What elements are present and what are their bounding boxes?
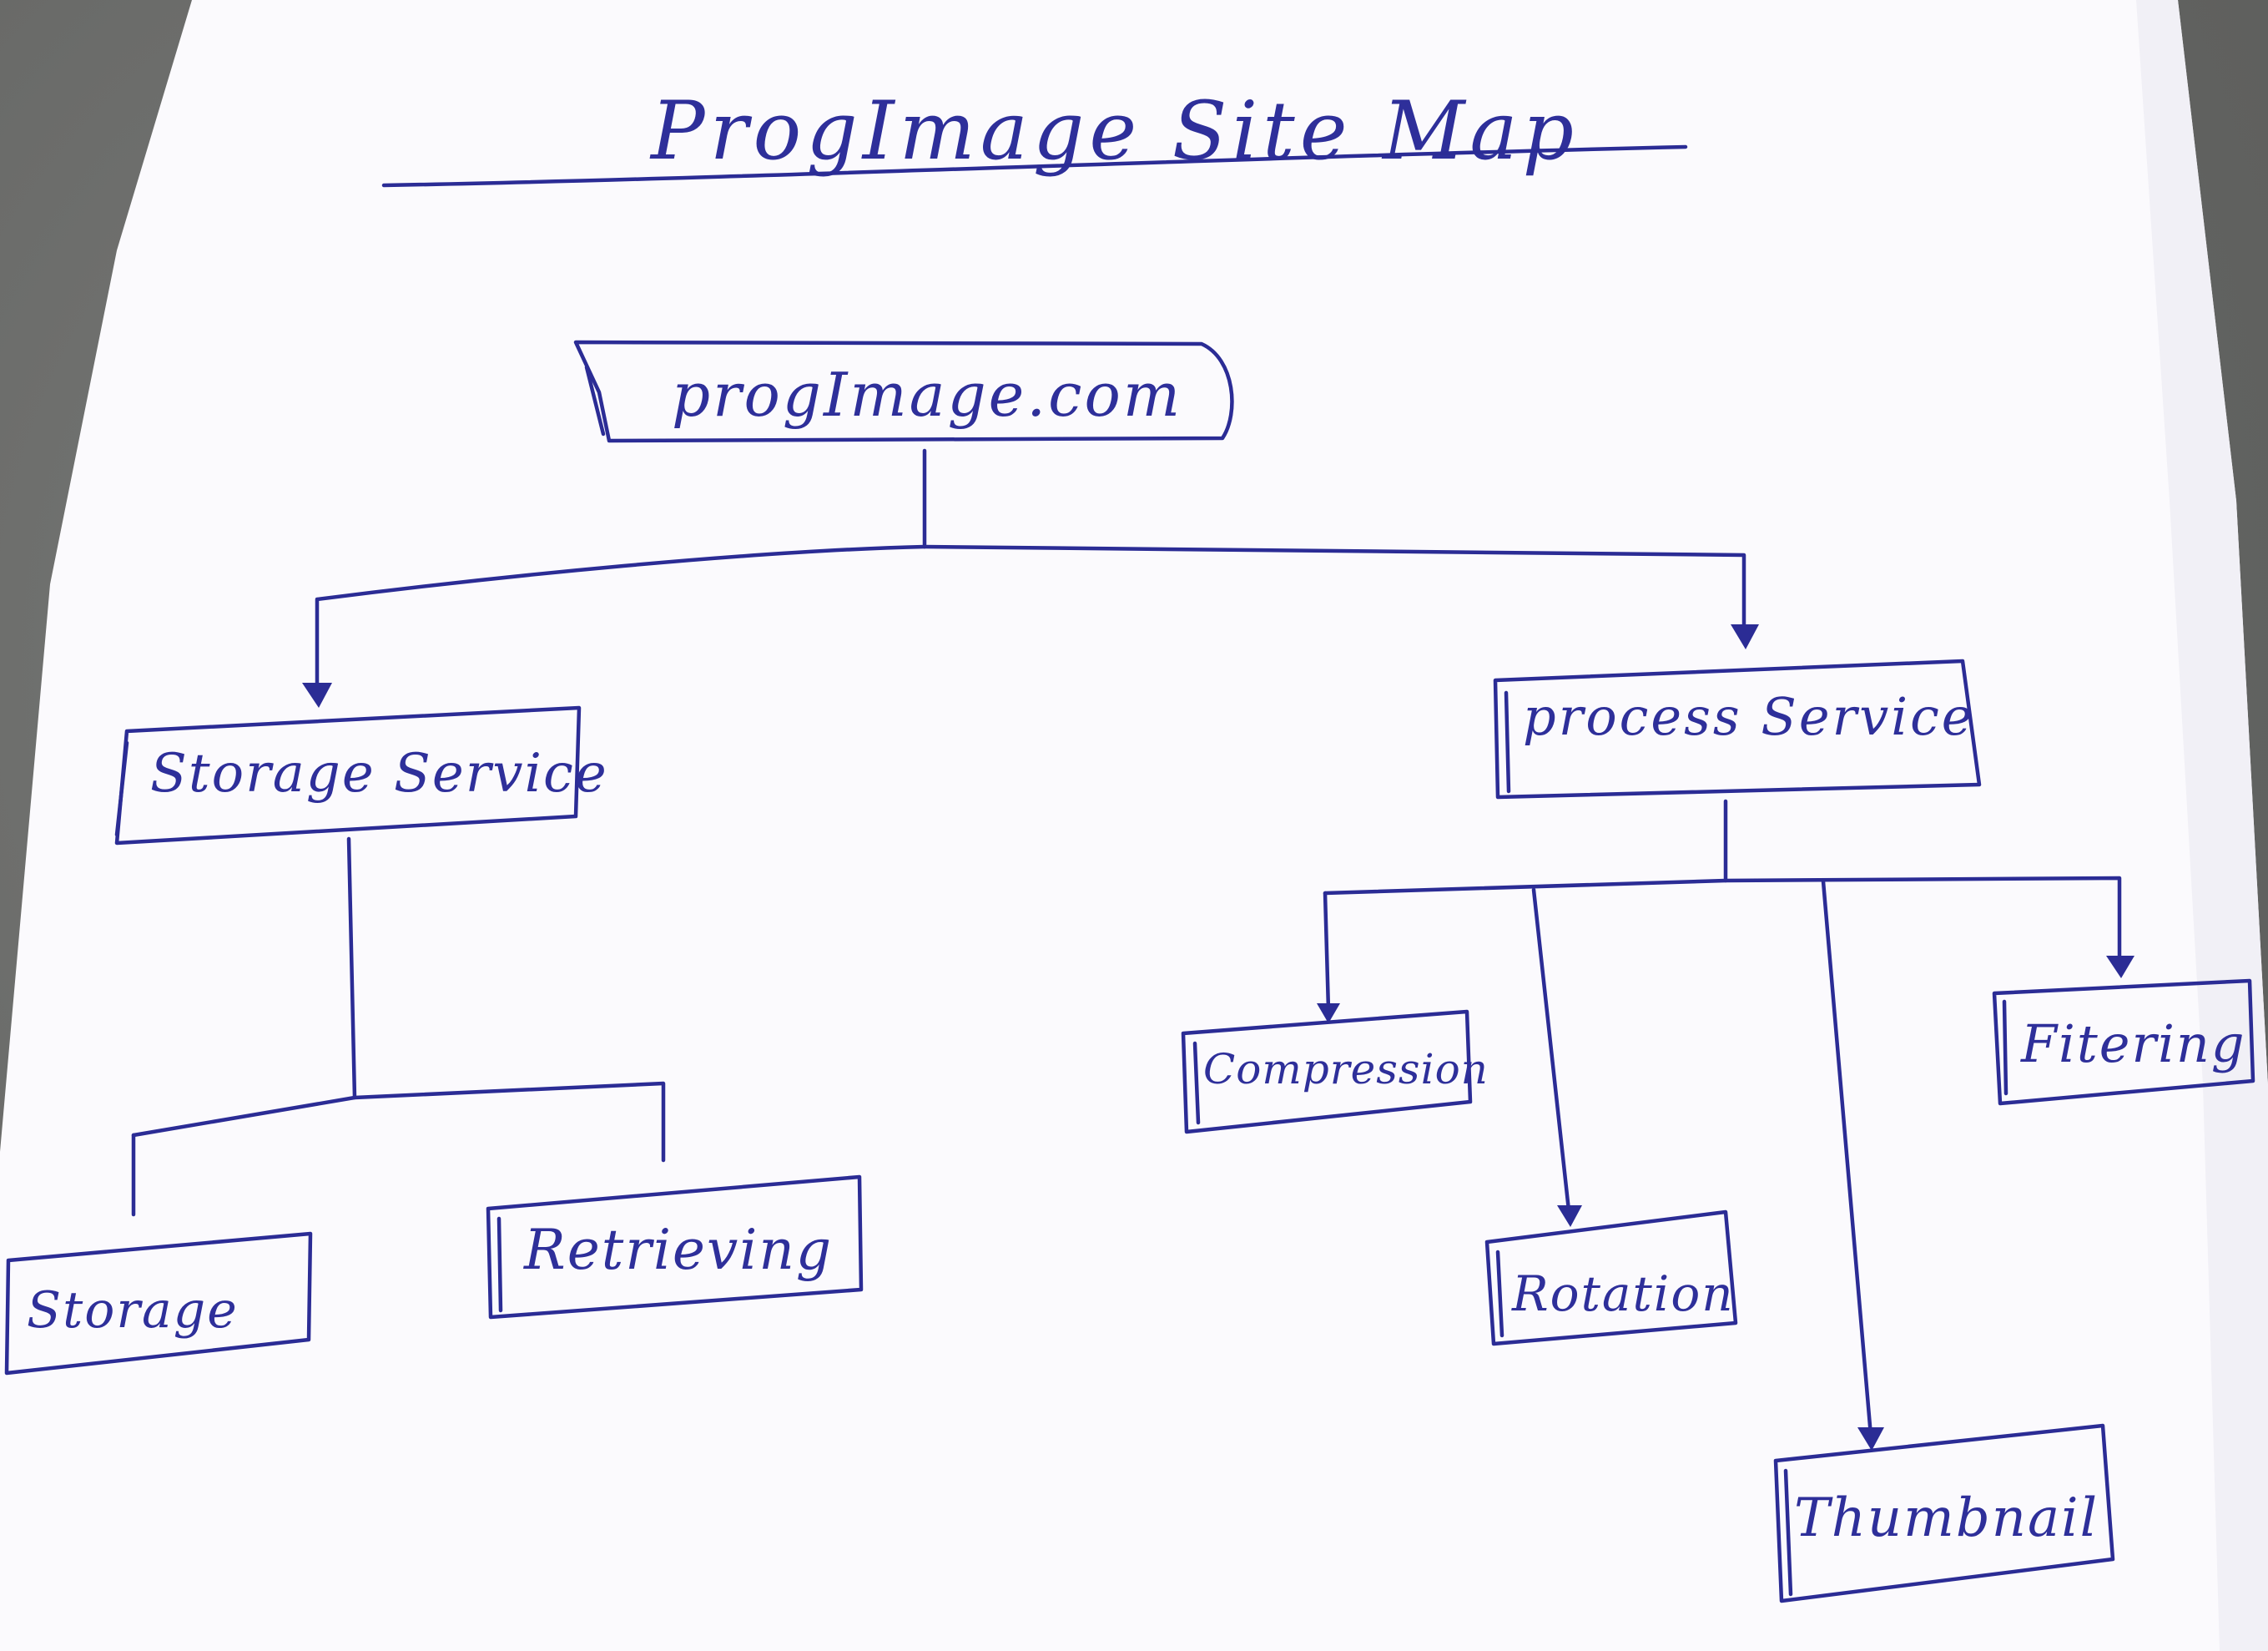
thumbnail-label: Thumbnail bbox=[1794, 1487, 2099, 1549]
compression-label: Compression bbox=[1203, 1045, 1489, 1093]
node-root: progImage.com bbox=[573, 340, 1234, 443]
storage-box bbox=[4, 1231, 313, 1376]
retrieving-box bbox=[486, 1174, 864, 1320]
title-underline bbox=[381, 144, 1688, 188]
arrow-to-storage-service bbox=[302, 683, 332, 708]
process-connectors bbox=[1317, 799, 2134, 1451]
arrow-to-compression bbox=[1317, 1003, 1340, 1023]
filtering-label: Fitering bbox=[2020, 1013, 2246, 1074]
rotation-box bbox=[1484, 1209, 1738, 1346]
process-service-box bbox=[1493, 659, 1982, 800]
node-process-service: process Service bbox=[1493, 659, 1982, 800]
compression-box bbox=[1181, 1009, 1473, 1134]
rotation-label: Rotation bbox=[1511, 1265, 1735, 1322]
node-thumbnail: Thumbnail bbox=[1773, 1423, 2115, 1603]
node-compression: Compression bbox=[1181, 1009, 1489, 1134]
node-filtering: Fitering bbox=[1992, 978, 2255, 1106]
process-service-label: process Service bbox=[1523, 686, 1974, 747]
arrow-to-rotation bbox=[1557, 1205, 1582, 1227]
root-connectors bbox=[302, 448, 1759, 708]
node-rotation: Rotation bbox=[1484, 1209, 1738, 1346]
storage-label: Storage bbox=[27, 1281, 239, 1340]
node-retrieving: Retrieving bbox=[486, 1174, 864, 1320]
arrow-to-filtering bbox=[2106, 956, 2134, 978]
paper-shadow bbox=[2136, 0, 2268, 1651]
thumbnail-box bbox=[1773, 1423, 2115, 1603]
filtering-box bbox=[1992, 978, 2255, 1106]
root-box bbox=[573, 340, 1234, 443]
root-label: progImage.com bbox=[672, 360, 1182, 430]
storage-service-label: Storage Service bbox=[150, 743, 608, 805]
node-storage-service: Storage Service bbox=[114, 705, 608, 846]
arrow-to-thumbnail bbox=[1857, 1427, 1884, 1451]
node-storage: Storage bbox=[4, 1231, 313, 1376]
retrieving-label: Retrieving bbox=[523, 1218, 833, 1282]
arrow-to-process-service bbox=[1731, 624, 1759, 649]
storage-connectors bbox=[131, 836, 666, 1217]
